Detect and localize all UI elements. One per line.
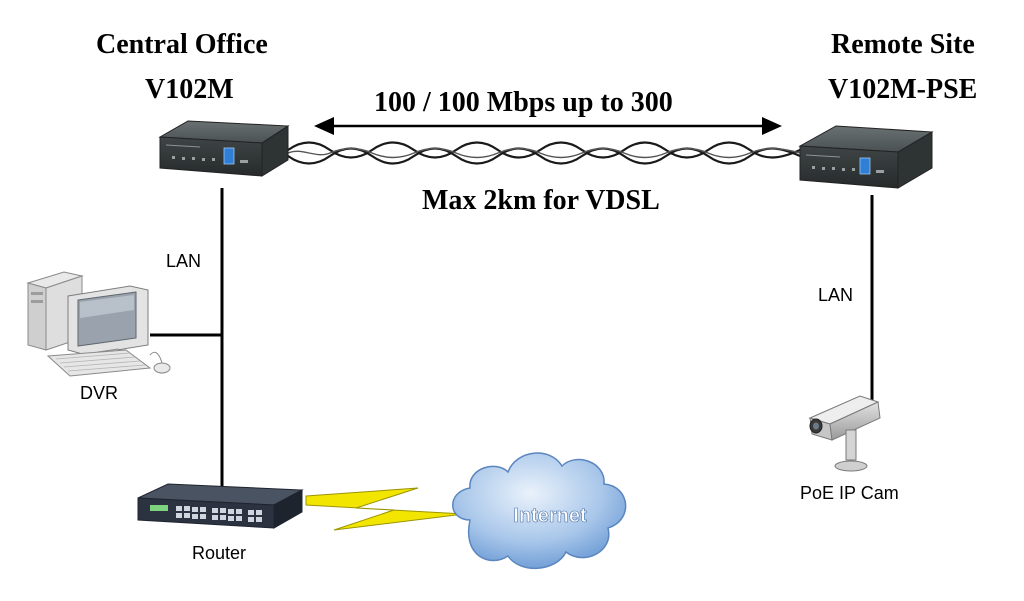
central-office-model: V102M: [145, 74, 234, 105]
ip-camera-icon: [808, 395, 881, 472]
link-speed-label: 100 / 100 Mbps up to 300: [374, 87, 673, 118]
lightning-bolt-icon: [305, 487, 465, 531]
link-distance-label: Max 2km for VDSL: [422, 185, 660, 216]
dvr-label: DVR: [80, 383, 119, 403]
remote-site-model: V102M-PSE: [828, 74, 978, 105]
dvr-computer-icon: [26, 271, 171, 377]
vdsl-device-remote: [798, 125, 934, 189]
vdsl-device-central: [158, 120, 290, 177]
ipcam-label: PoE IP Cam: [800, 483, 899, 503]
lan-label-right: LAN: [818, 285, 854, 305]
router-label: Router: [192, 543, 247, 563]
bidirectional-arrow: [314, 117, 782, 135]
twisted-pair-cable: [287, 141, 801, 165]
internet-cloud-icon: Internet: [452, 452, 627, 570]
lan-label-left: LAN: [166, 251, 202, 271]
router-icon: [137, 483, 304, 529]
remote-site-title: Remote Site: [831, 29, 975, 60]
internet-label: Internet: [513, 505, 587, 527]
central-office-title: Central Office: [96, 29, 268, 60]
